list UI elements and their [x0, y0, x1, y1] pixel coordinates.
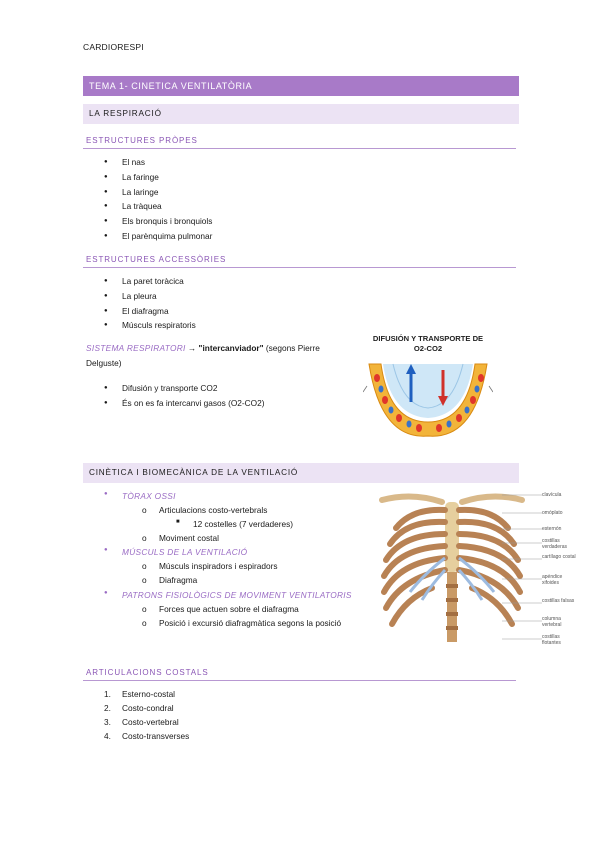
section-respiracio-band: LA RESPIRACIÓ — [83, 104, 519, 124]
square-bullet-icon: ■ — [176, 519, 180, 525]
list-item: 3.Costo-vertebral — [104, 717, 179, 727]
list-item: Músculs respiratoris — [104, 318, 196, 333]
subhead-articulacions-costals: ARTICULACIONS COSTALS — [86, 668, 209, 677]
label-costillas-verdaderas: costillas verdaderas — [542, 538, 568, 550]
outline-toraxossi: ● TÒRAX OSSI — [104, 491, 176, 501]
list-item: El nas — [104, 155, 212, 170]
list-item: 2.Costo-condral — [104, 703, 174, 713]
list-sistema: Difusión y transporte CO2 És on es fa in… — [104, 381, 265, 411]
label-omoplato: omóplato — [542, 510, 563, 516]
divider — [83, 680, 516, 681]
sistema-quote: "intercanviador" — [198, 343, 264, 353]
figure-torax: clavícula omóplato esternón costillas ve… — [372, 488, 578, 650]
list-item: El parènquima pulmonar — [104, 229, 212, 244]
outline-articulacions: o Articulacions costo-vertebrals — [142, 505, 268, 515]
list-estructures-properes: El nas La faringe La laringe La tràquea … — [104, 155, 212, 244]
outline-costelles: ■ 12 costelles (7 verdaderes) — [176, 519, 294, 529]
label-costillas-falsas: costillas falsas — [542, 598, 575, 604]
outline-inspiradors: o Músculs inspiradors i espiradors — [142, 561, 278, 571]
outline-musculs: ● MÚSCULS DE LA VENTILACIÓ — [104, 547, 248, 557]
course-header: CARDIORESPI — [83, 42, 144, 52]
circle-bullet-icon: o — [142, 604, 147, 614]
divider — [83, 267, 516, 268]
label-apendice-xifoides: apéndice xifoides — [542, 574, 563, 586]
list-item: El diafragma — [104, 304, 196, 319]
sistema-label: SISTEMA RESPIRATORI — [86, 343, 186, 353]
circle-bullet-icon: o — [142, 533, 147, 543]
list-item: Els bronquis i bronquiols — [104, 214, 212, 229]
outline-forces: o Forces que actuen sobre el diafragma — [142, 604, 299, 614]
outline-patrons: ● PATRONS FISIOLÒGICS DE MOVIMENT VENTIL… — [104, 590, 352, 600]
circle-bullet-icon: o — [142, 505, 147, 515]
divider — [83, 148, 516, 149]
sistema-source: (segons Pierre — [265, 343, 320, 353]
label-leader-lines — [502, 494, 542, 640]
list-item: La tràquea — [104, 199, 212, 214]
bullet-icon: ● — [104, 491, 108, 497]
list-item: Difusión y transporte CO2 — [104, 381, 265, 396]
section-cinetica-band: CINÈTICA I BIOMECÀNICA DE LA VENTILACIÓ — [83, 463, 519, 483]
list-item: És on es fa intercanvi gasos (O2-CO2) — [104, 396, 265, 411]
topic-title-band: TEMA 1- CINETICA VENTILATÒRIA — [83, 76, 519, 96]
outline-moviment: o Moviment costal — [142, 533, 219, 543]
label-costillas-flotantes: costillas flotantes — [542, 634, 561, 646]
list-item: La paret toràcica — [104, 274, 196, 289]
circle-bullet-icon: o — [142, 618, 147, 628]
bullet-icon: ● — [104, 590, 108, 596]
circle-bullet-icon: o — [142, 575, 147, 585]
list-item: La faringe — [104, 170, 212, 185]
outline-diafragma: o Diafragma — [142, 575, 198, 585]
list-item: 4.Costo-transverses — [104, 731, 190, 741]
alveolus-illustration-icon — [363, 363, 493, 437]
list-item: La laringe — [104, 185, 212, 200]
label-cartilago-costal: cartílago costal — [542, 554, 576, 560]
sistema-source-cont: Delguste) — [86, 357, 122, 368]
label-columna-vertebral: columna vertebral — [542, 616, 562, 628]
figure-difusion-title: DIFUSIÓN Y TRANSPORTE DE O2-CO2 — [372, 334, 484, 353]
list-estructures-accessories: La paret toràcica La pleura El diafragma… — [104, 274, 196, 333]
list-item: La pleura — [104, 289, 196, 304]
subhead-estructures-properes: ESTRUCTURES PRÒPES — [86, 136, 198, 145]
label-esternon: esternón — [542, 526, 562, 532]
sistema-paragraph: SISTEMA RESPIRATORI → "intercanviador" (… — [86, 341, 356, 370]
figure-difusion: DIFUSIÓN Y TRANSPORTE DE O2-CO2 — [363, 334, 493, 440]
list-articulacions-costals: 1.Esterno-costal 2.Costo-condral 3.Costo… — [104, 687, 189, 743]
label-clavicula: clavícula — [542, 492, 562, 498]
subhead-estructures-accessories: ESTRUCTURES ACCESSÒRIES — [86, 255, 227, 264]
list-item: 1.Esterno-costal — [104, 689, 176, 699]
torax-labels: clavícula omóplato esternón costillas ve… — [372, 488, 578, 650]
outline-posicio: o Posició i excursió diafragmàtica segon… — [142, 618, 342, 628]
bullet-icon: ● — [104, 547, 108, 553]
rib-cage-illustration-icon — [379, 493, 525, 642]
circle-bullet-icon: o — [142, 561, 147, 571]
arrow-icon: → — [187, 343, 197, 353]
